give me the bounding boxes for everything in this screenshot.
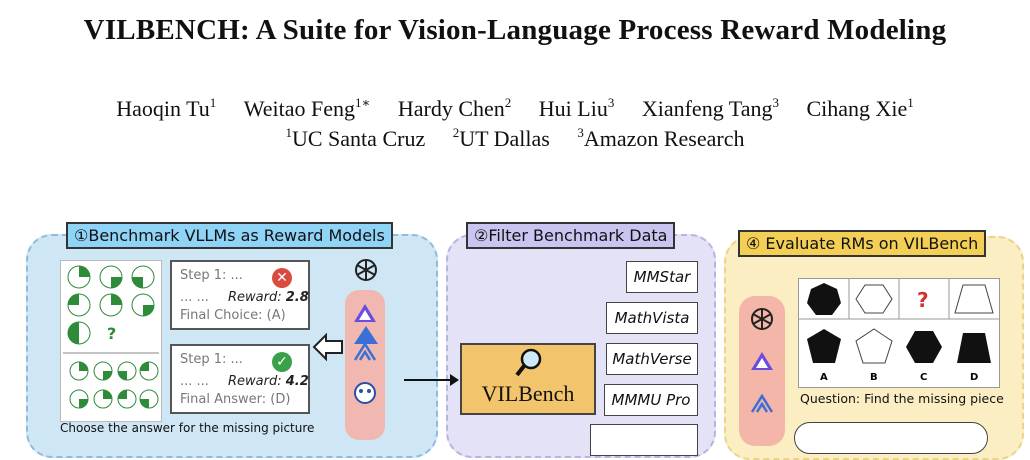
model-logo-icon xyxy=(750,393,774,413)
author: Haoqin Tu1 xyxy=(116,95,217,121)
vilbench-box: VILBench xyxy=(460,343,596,415)
vilbench-label: VILBench xyxy=(481,381,575,406)
wrong-icon: ✕ xyxy=(272,268,292,288)
puzzle-question-mark: ? xyxy=(107,324,116,343)
option-a: A xyxy=(820,372,828,383)
panel-title-filter: ②Filter Benchmark Data xyxy=(466,222,676,249)
puzzle-question: Choose the answer for the missing pictur… xyxy=(60,421,315,435)
dataset-mathverse: MathVerse xyxy=(606,343,698,375)
dataset-mathvista: MathVista xyxy=(606,302,698,334)
author: Hardy Chen2 xyxy=(397,95,512,121)
model-logo-icon xyxy=(751,352,773,370)
model-logo-icon xyxy=(354,326,378,344)
option-c: C xyxy=(920,372,927,383)
arrow-right-icon xyxy=(404,374,459,386)
puzzle-drawing: ? xyxy=(63,265,159,409)
model-logo-column xyxy=(345,290,385,440)
author-list: Haoqin Tu1 Weitao Feng1∗ Hardy Chen2 Hui… xyxy=(0,95,1030,122)
magnifier-icon xyxy=(515,348,542,377)
reasoning-step-box-2: Step 1: ... ✓ ... ... Reward: 4.2 Final … xyxy=(170,344,310,414)
paper-title: VILBENCH: A Suite for Vision-Language Pr… xyxy=(0,14,1030,47)
author: Weitao Feng1∗ xyxy=(243,95,371,121)
dataset-mmmu-pro: MMMU Pro xyxy=(604,384,698,416)
step-label: Step 1: ... xyxy=(180,352,243,367)
affiliation: 1UC Santa Cruz xyxy=(285,125,426,151)
affiliation: 2UT Dallas xyxy=(452,125,550,151)
final-choice: Final Choice: (A) xyxy=(180,308,286,323)
step-ellipsis: ... ... xyxy=(180,290,209,305)
option-d: D xyxy=(970,372,978,383)
dataset-mmstar: MMStar xyxy=(626,261,698,293)
model-logo-icon xyxy=(354,304,376,322)
arrow-left-icon xyxy=(312,332,343,362)
puzzle-image: ? xyxy=(60,260,162,422)
reward-score: Reward: 2.8 xyxy=(228,290,309,305)
shape-puzzle-drawing: ? A B C D xyxy=(799,279,999,383)
title-text: VILBENCH: A Suite for Vision-Language Pr… xyxy=(83,14,947,46)
correct-icon: ✓ xyxy=(272,352,292,372)
openai-icon xyxy=(751,308,773,330)
author: Hui Liu3 xyxy=(538,95,615,121)
reasoning-step-box-1: Step 1: ... ✕ ... ... Reward: 2.8 Final … xyxy=(170,260,310,330)
shape-question-mark: ? xyxy=(917,288,929,312)
model-logo-icon xyxy=(354,382,376,404)
shape-puzzle: ? A B C D xyxy=(798,278,1000,388)
openai-icon xyxy=(355,259,377,281)
dataset-more xyxy=(590,424,698,456)
step-label: Step 1: ... xyxy=(180,268,243,283)
author: Xianfeng Tang3 xyxy=(641,95,779,121)
step-ellipsis: ... ... xyxy=(180,374,209,389)
panel-title-evaluate: ④ Evaluate RMs on VILBench xyxy=(738,230,987,257)
affiliation: 3Amazon Research xyxy=(577,125,745,151)
option-b: B xyxy=(870,372,878,383)
affiliation-list: 1UC Santa Cruz 2UT Dallas 3Amazon Resear… xyxy=(0,125,1030,152)
final-answer: Final Answer: (D) xyxy=(180,392,291,407)
author: Cihang Xie1 xyxy=(806,95,914,121)
reward-score: Reward: 4.2 xyxy=(228,374,309,389)
shape-question: Question: Find the missing piece xyxy=(800,391,1004,406)
panel-title-benchmark: ①Benchmark VLLMs as Reward Models xyxy=(66,222,393,249)
answer-bubble xyxy=(794,422,988,454)
model-logo-column xyxy=(739,296,785,446)
